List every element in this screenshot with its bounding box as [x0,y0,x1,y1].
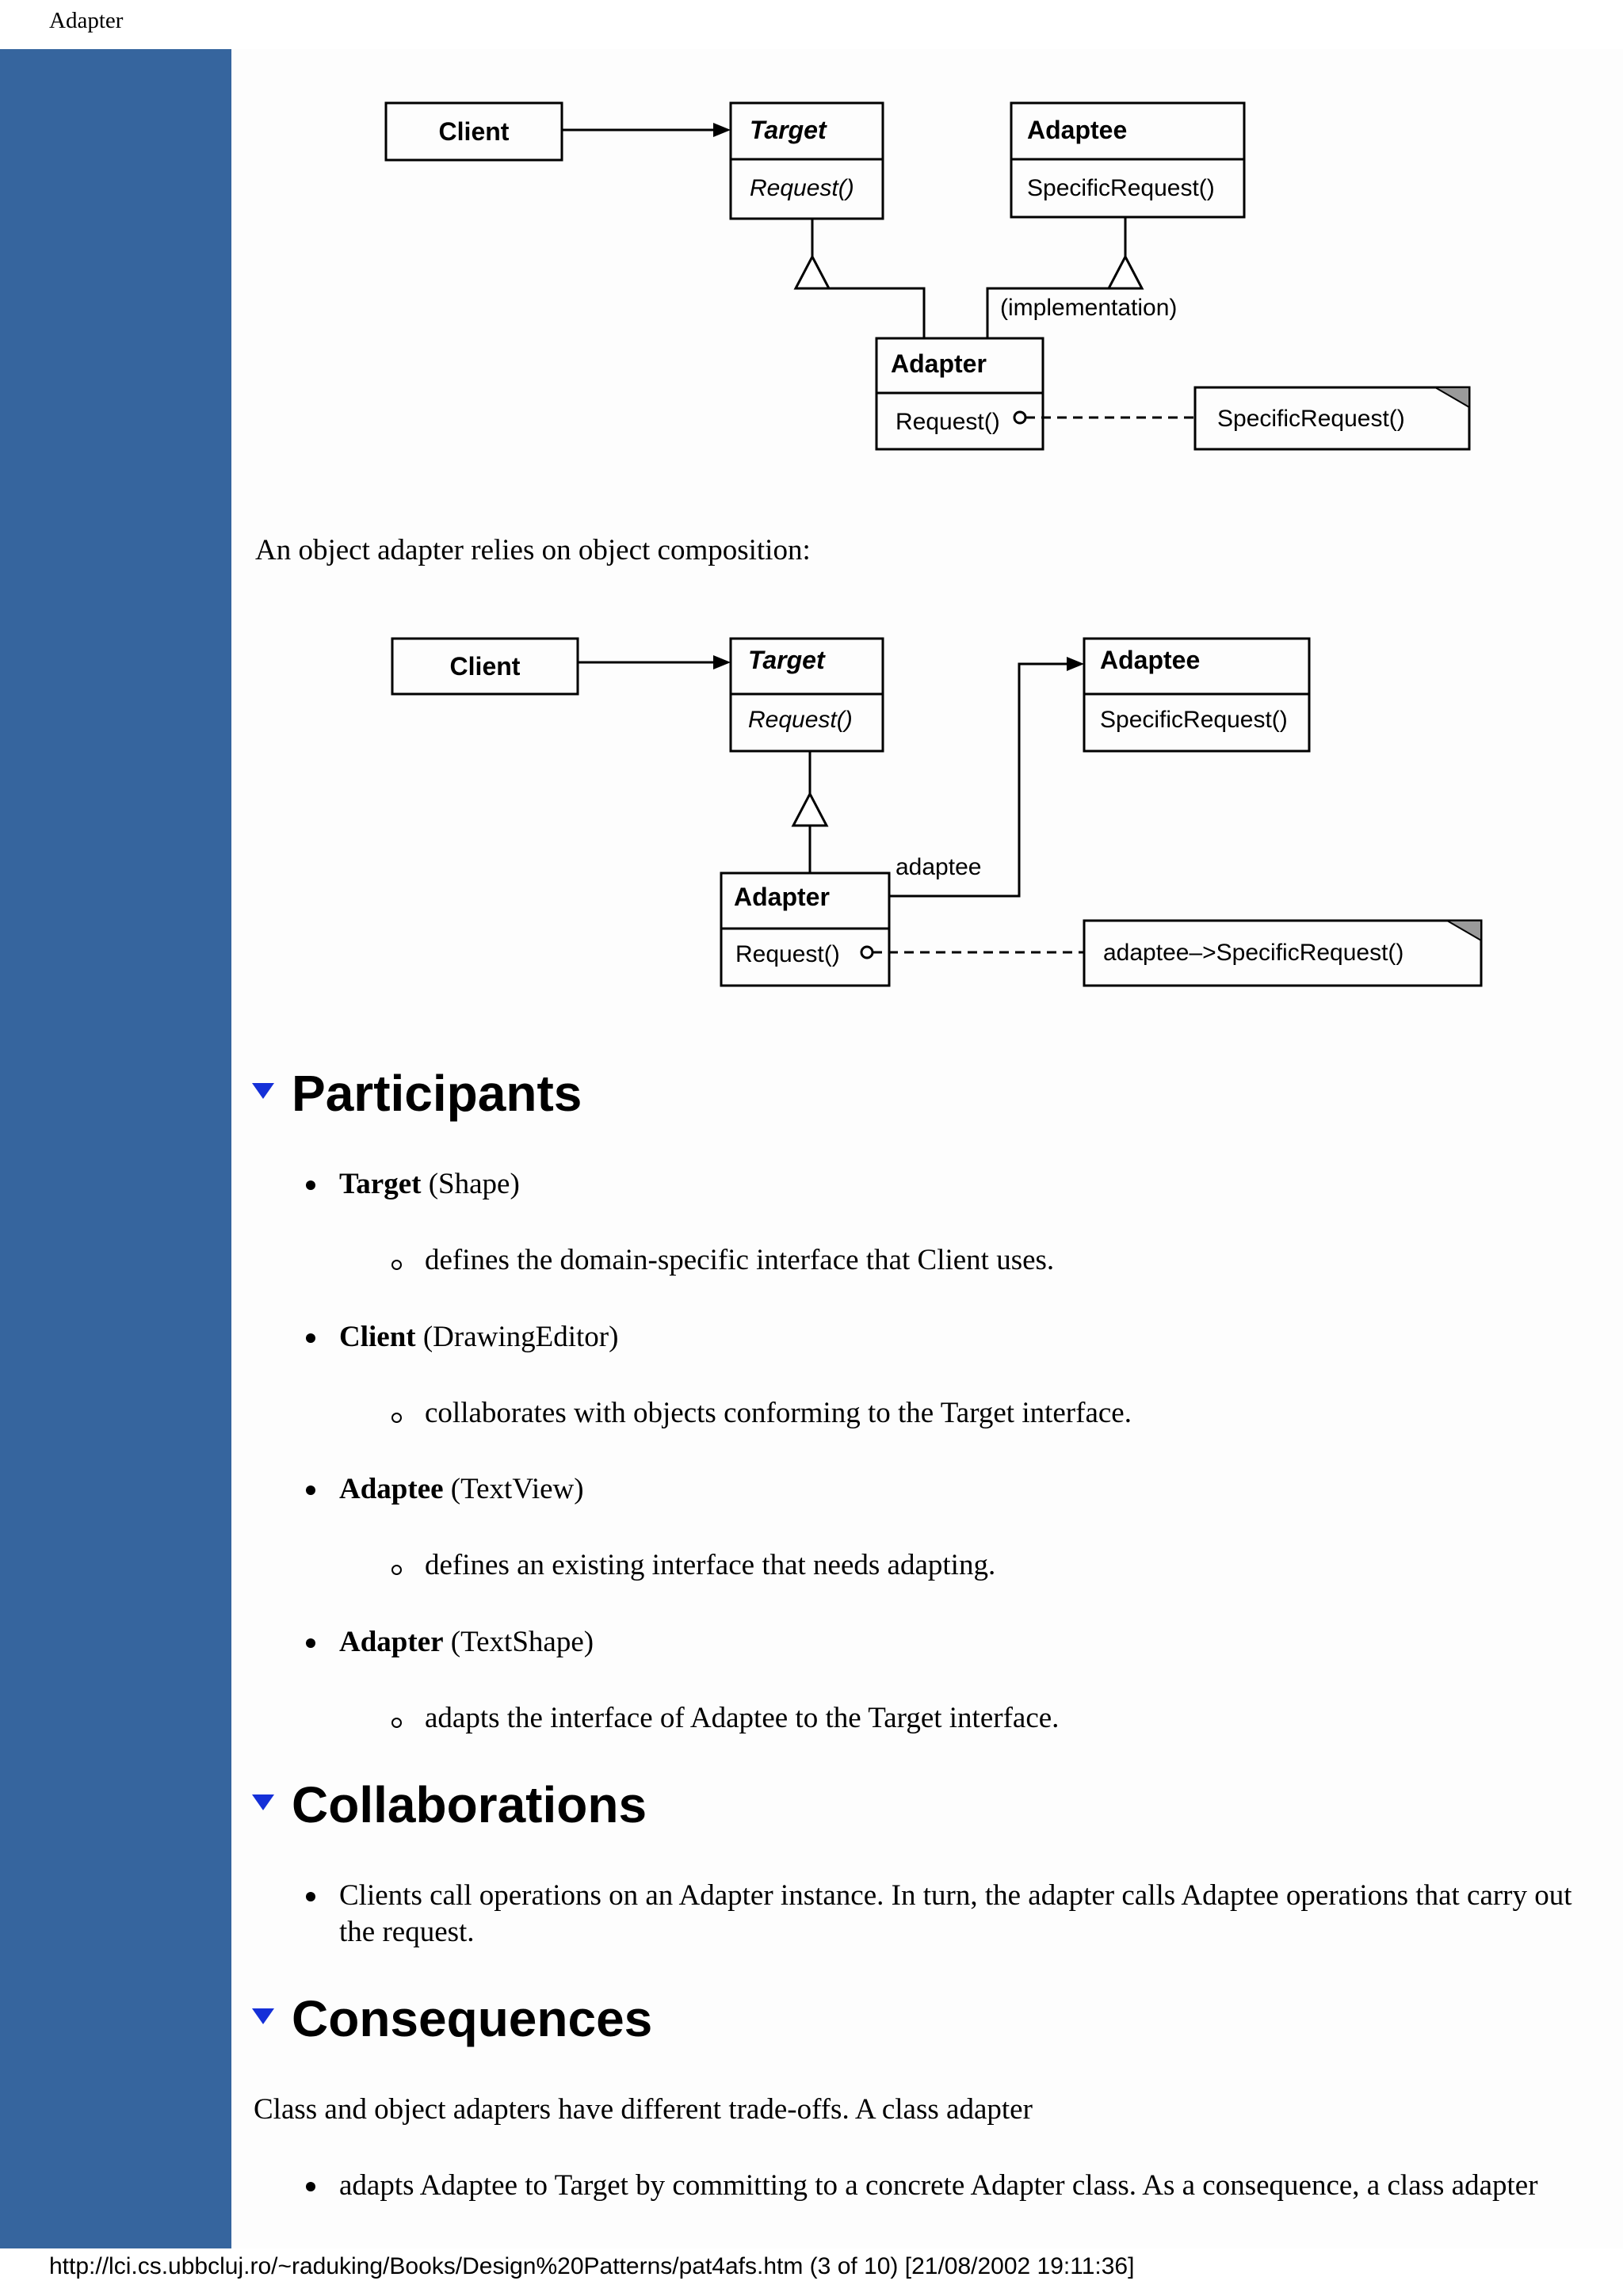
list-item: Adaptee (TextView) [306,1471,584,1508]
participant-description: collaborates with objects conforming to … [425,1397,1132,1429]
bullet-icon [306,1892,315,1901]
sub-bullet-icon [391,1565,402,1575]
arrowhead-icon [713,655,731,669]
list-item: adapts Adaptee to Target by committing t… [306,2168,1599,2204]
bullet-icon [306,2182,315,2191]
target-operation: Request() [750,175,854,201]
participants-heading: Participants [292,1065,582,1122]
participant-description: adapts the interface of Adaptee to the T… [425,1702,1060,1734]
bullet-icon [306,1180,315,1190]
participant-example: (Shape) [421,1168,520,1200]
target-class-box [729,101,884,220]
list-item: adapts the interface of Adaptee to the T… [391,1700,1059,1737]
bullet-icon [306,1333,315,1343]
client-object-box [391,637,579,696]
class-adapter-diagram: Client Target Request() Adaptee Specific… [384,101,1471,451]
list-item: defines an existing interface that needs… [391,1547,995,1584]
consequences-heading: Consequences [292,1990,653,2047]
participant-name: Target [339,1168,422,1200]
bullet-icon [306,1638,315,1648]
note-fold-icon [1432,387,1470,409]
adaptee-operation: SpecificRequest() [1027,175,1215,201]
arrowhead-icon [1067,657,1084,671]
adapter-label: Adapter [734,883,830,911]
sub-bullet-icon [391,1413,402,1423]
list-item: Target (Shape) [306,1166,520,1203]
document-title: Adapter [49,8,124,33]
adaptee-label: Adaptee [1027,116,1127,144]
consequence-text: adapts Adaptee to Target by committing t… [339,2169,1538,2202]
target-label: Target [750,116,827,144]
participants-section-header: Participants [252,1065,582,1122]
page-footer-url: http://lci.cs.ubbcluj.ro/~raduking/Books… [49,2253,1135,2279]
client-label: Client [439,117,510,146]
participant-name: Adapter [339,1626,444,1658]
content-area [231,49,1623,2248]
sub-bullet-icon [391,1260,402,1270]
client-class-box [384,101,563,162]
participant-example: (DrawingEditor) [415,1321,619,1353]
collaboration-text: Clients call operations on an Adapter in… [339,1879,1572,1948]
inheritance-triangle-icon [1106,254,1144,290]
left-sidebar [0,49,231,2248]
inheritance-triangle-icon [793,254,831,290]
participant-name: Client [339,1321,416,1353]
target-operation: Request() [748,707,853,733]
adapter-label: Adapter [891,349,987,378]
adapter-operation: Request() [896,409,1000,435]
consequences-intro: Class and object adapters have different… [254,2093,1033,2126]
object-adapter-intro: An object adapter relies on object compo… [255,534,811,566]
note-text: adaptee–>SpecificRequest() [1103,940,1403,966]
note-text: SpecificRequest() [1217,406,1405,432]
implementation-label: (implementation) [1000,295,1177,321]
collaborations-section-header: Collaborations [252,1776,647,1833]
bullet-icon [306,1486,315,1495]
list-item: Clients call operations on an Adapter in… [306,1878,1599,1951]
participant-example: (TextView) [443,1473,584,1505]
participant-name: Adaptee [339,1473,444,1505]
list-item: Adapter (TextShape) [306,1624,594,1661]
object-adapter-diagram: Client Target Request() Adaptee Specific… [391,637,1483,987]
list-item: collaborates with objects conforming to … [391,1395,1132,1432]
adapter-operation: Request() [735,941,840,967]
inheritance-triangle-icon [791,791,829,827]
participant-description: defines an existing interface that needs… [425,1549,996,1581]
target-label: Target [748,646,826,674]
participant-description: defines the domain-specific interface th… [425,1244,1055,1276]
list-item: Client (DrawingEditor) [306,1319,618,1356]
sub-bullet-icon [391,1718,402,1728]
adaptee-label: Adaptee [1100,646,1200,674]
collaborations-heading: Collaborations [292,1776,647,1833]
collapse-triangle-icon[interactable] [252,2008,274,2024]
client-label: Client [450,652,521,681]
participant-example: (TextShape) [443,1626,594,1658]
adaptee-association-label: adaptee [896,854,981,880]
adaptee-operation: SpecificRequest() [1100,707,1288,733]
arrowhead-icon [713,123,731,137]
consequences-section-header: Consequences [252,1990,652,2047]
collapse-triangle-icon[interactable] [252,1083,274,1099]
collapse-triangle-icon[interactable] [252,1794,274,1810]
note-fold-icon [1444,920,1482,942]
list-item: defines the domain-specific interface th… [391,1242,1054,1279]
